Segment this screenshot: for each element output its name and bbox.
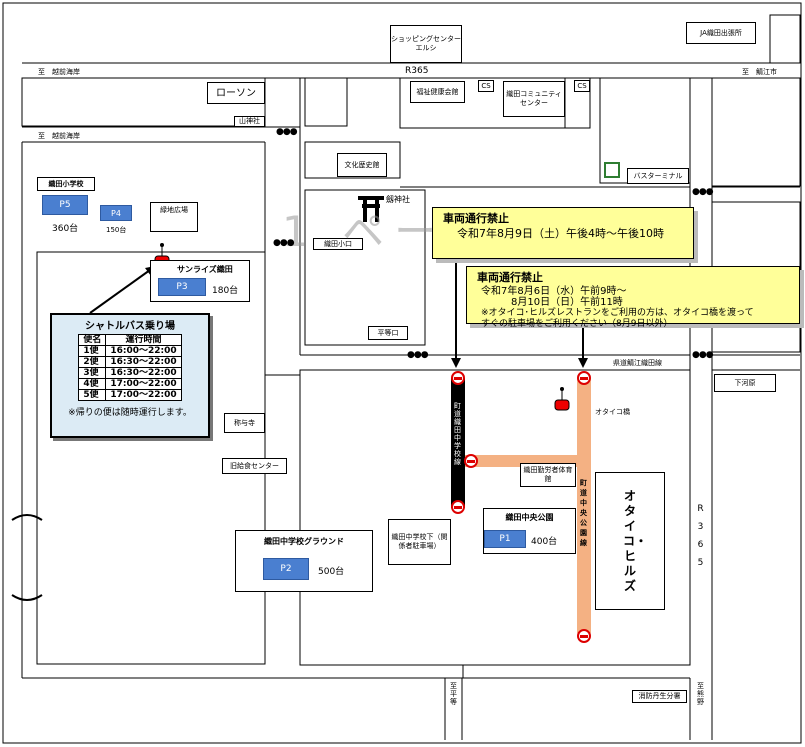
shuttle-cell: 16:30～22:00 [105,356,182,368]
cs-2: CS [574,80,590,92]
no-entry-icon [577,371,591,385]
notice-2-line-3: ※オタイコ･ヒルズレストランをご利用の方は、オタイコ橋を渡って [481,308,754,318]
notice-1-line-1: 令和7年8月9日（土）午後4時～午後10時 [457,227,664,240]
parking-p2[interactable]: P2 [263,558,309,580]
culture-history-hall: 文化歴史館 [337,153,387,177]
oda-gym: 織田勤労者体育館 [520,463,576,487]
notice-1-title: 車両通行禁止 [443,212,509,225]
no-entry-icon [451,500,465,514]
tsurugi-shrine: 劔神社 [386,195,410,204]
shuttle-header-time: 運行時間 [105,334,182,346]
shuttle-cell: 5便 [78,389,107,401]
community-center: 織田コミュニティセンター [503,81,565,117]
lawson: ローソン [207,82,265,104]
parking-p5-capacity: 360台 [52,224,79,234]
shuttle-header-name: 便名 [78,334,107,346]
parking-p2-capacity: 500台 [318,567,345,577]
signal-icon: ●●● [692,187,714,197]
signal-icon: ●●● [407,350,429,360]
parking-p3-capacity: 180台 [212,286,239,296]
road-label-kumano: 至熊野 [697,682,704,706]
shimokawara: 下河原 [714,374,776,392]
otaiko-hills-label: オタイコ・ヒルズ [623,488,648,593]
ja-office: JA織田出張所 [686,22,756,44]
road-park-label: 町道中央公園線 [580,479,587,547]
old-lunch-center: 旧給食センター [222,458,287,474]
road-label-coast-2: 至 越前海岸 [38,132,80,140]
shuttle-cell: 1便 [78,345,107,357]
signal-icon: ●●● [276,127,298,137]
signal-icon: ●●● [692,350,714,360]
shuttle-cell: 3便 [78,367,107,379]
shuttle-title: シャトルバス乗り場 [85,321,175,332]
parking-p4-capacity: 150台 [106,226,127,234]
otaiko-bridge: オタイコ橋 [595,408,630,416]
road-label-r365: R365 [405,66,429,76]
no-entry-icon [464,454,478,468]
fire-station: 消防丹生分署 [632,690,687,703]
oda-jhs-staff-parking: 織田中学校下（関係者駐車場） [388,519,451,565]
hirato-guchi: 平等口 [368,326,408,340]
shuttle-cell: 2便 [78,356,107,368]
yamajin-shrine: 山神社 [234,116,265,127]
notice-2-line-1: 令和7年8月6日（水）午前9時～ [481,286,627,297]
seiyoji-temple: 称与寺 [224,413,265,433]
notice-closure-2: 車両通行禁止 令和7年8月6日（水）午前9時～ 8月10日（日）午前11時 ※オ… [466,266,800,329]
parking-p1[interactable]: P1 [484,530,526,548]
welfare-hall: 福祉健康会館 [410,81,465,103]
road-label-prefectural: 県道鯖江織田線 [613,359,662,367]
cs-1: CS [478,80,494,92]
notice-2-line-4: すぐの駐車場をご利用ください（8月9日以外） [481,319,673,329]
road-label-sabae: 至 鯖江市 [742,68,777,76]
parking-p5[interactable]: P5 [42,195,88,215]
shuttle-cell: 4便 [78,378,107,390]
notice-2-title: 車両通行禁止 [477,271,543,284]
no-entry-icon [577,629,591,643]
parking-p4[interactable]: P4 [100,205,132,221]
shuttle-cell: 17:00～22:00 [105,378,182,390]
road-label-r365-vertical: R365 [697,504,704,568]
road-label-coast: 至 越前海岸 [38,68,80,76]
parking-p3[interactable]: P3 [158,278,206,296]
road-school-label: 町道織田中学校線 [454,402,461,466]
shuttle-cell: 17:00～22:00 [105,389,182,401]
shuttle-note: ※帰りの便は随時運行します。 [68,408,192,418]
no-entry-icon [451,371,465,385]
oda-elementary-school: 織田小学校 [37,177,95,191]
shopping-center: ショッピングセンターエルシ [390,25,462,63]
shuttle-cell: 16:30～22:00 [105,367,182,379]
green-plaza: 緑地広場 [150,202,198,232]
parking-p1-capacity: 400台 [531,537,558,547]
road-label-hirato: 至平等 [450,682,457,706]
notice-2-line-2: 8月10日（日）午前11時 [481,297,623,308]
notice-closure-1: 車両通行禁止 令和7年8月9日（土）午後4時～午後10時 [432,207,694,259]
oda-jhs-ground: 織田中学校グラウンド [235,530,373,592]
bus-terminal: バスターミナル [627,168,689,184]
signal-icon: ●●● [273,238,295,248]
otaiko-hills: オタイコ・ヒルズ [595,472,665,610]
shuttle-cell: 16:00～22:00 [105,345,182,357]
oda-oguchi: 織田小口 [313,238,363,250]
